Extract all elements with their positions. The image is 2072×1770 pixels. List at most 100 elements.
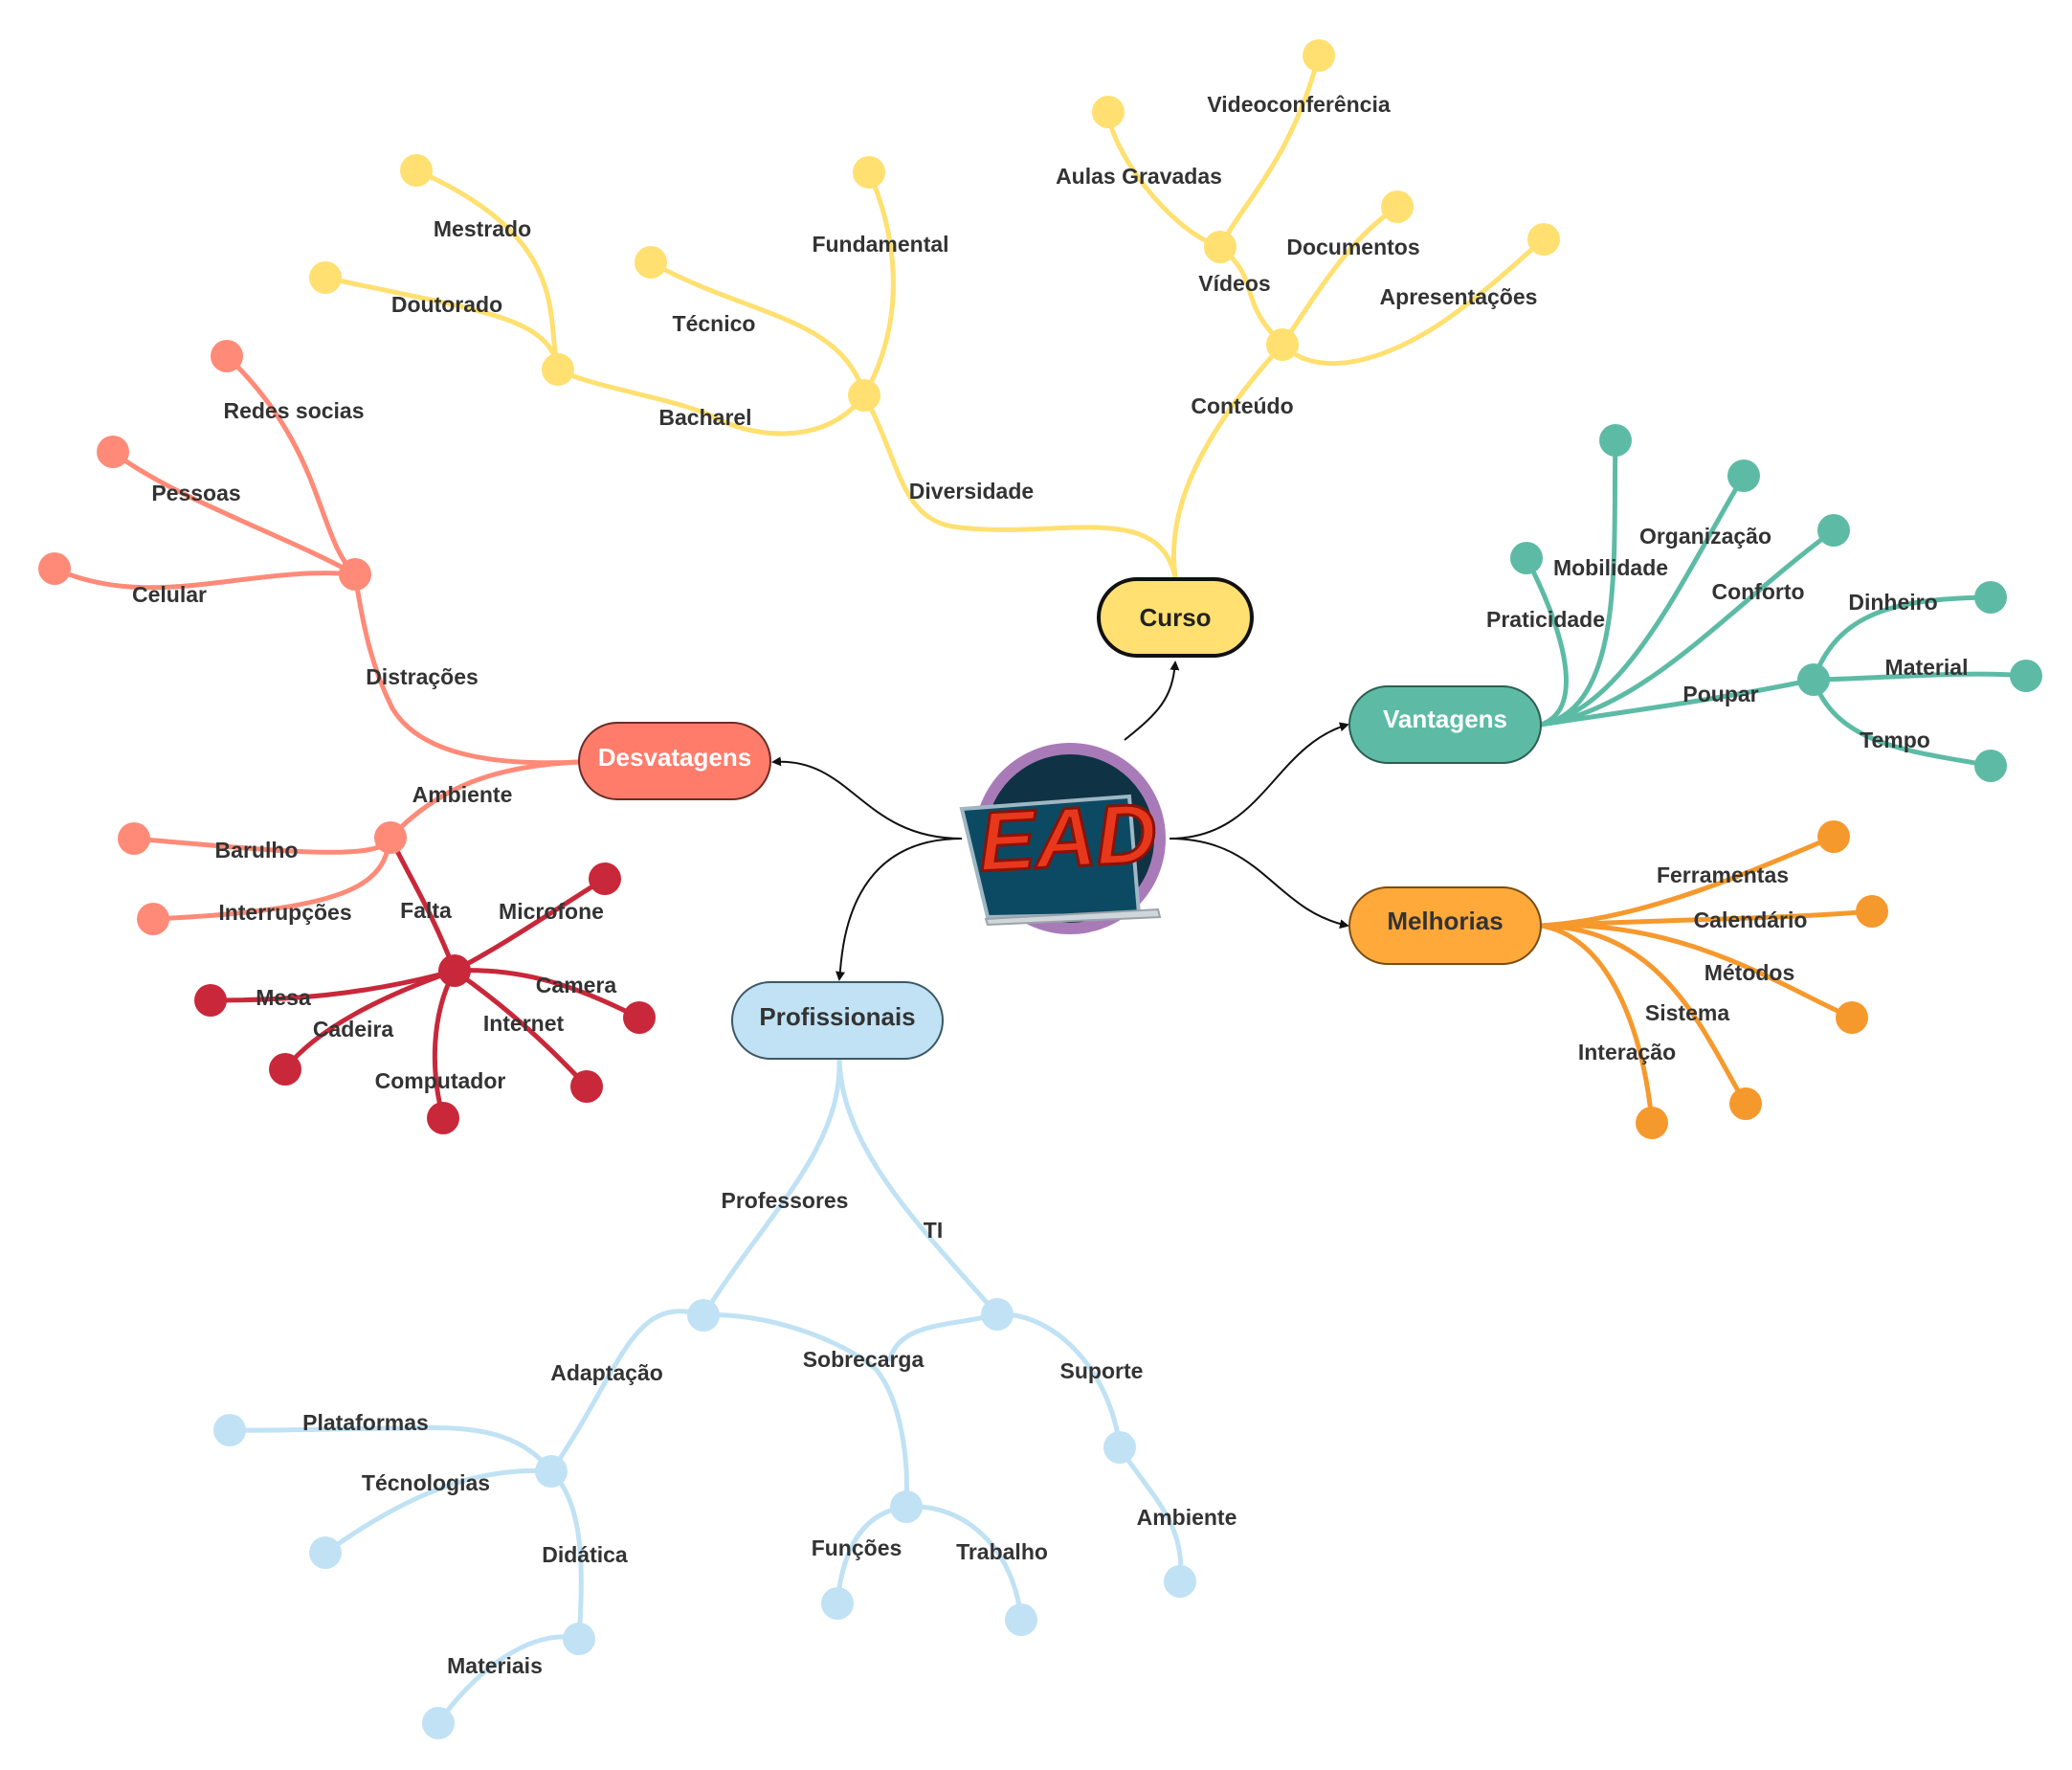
distracoes-node[interactable]	[339, 558, 371, 591]
mesa-node[interactable]	[194, 984, 227, 1017]
suporte-label: Suporte	[1060, 1358, 1144, 1383]
ead-center-image[interactable]: EAD	[959, 743, 1166, 934]
microfone-label: Microfone	[499, 899, 604, 924]
ti-node[interactable]	[981, 1298, 1014, 1331]
poupar-node[interactable]	[1797, 663, 1830, 696]
microfone-node[interactable]	[589, 863, 621, 895]
celular-node[interactable]	[38, 552, 71, 585]
interrupcoes-node[interactable]	[137, 903, 169, 935]
conforto-label: Conforto	[1711, 579, 1804, 604]
falta-node[interactable]	[438, 954, 471, 987]
funcoes-label: Funções	[812, 1535, 902, 1560]
diversidade-node[interactable]	[848, 379, 880, 412]
materiais-node[interactable]	[422, 1707, 455, 1739]
internet-node[interactable]	[570, 1070, 603, 1103]
tecnico-node[interactable]	[635, 246, 667, 279]
mobilidade-label: Mobilidade	[1553, 555, 1668, 580]
mobilidade-node[interactable]	[1599, 424, 1632, 457]
dinheiro-label: Dinheiro	[1848, 590, 1937, 615]
curso-branch	[323, 53, 1547, 580]
profissionais-topic[interactable]: Profissionais	[731, 981, 944, 1060]
sistema-node[interactable]	[1729, 1087, 1762, 1120]
mestrado-label: Mestrado	[434, 216, 531, 241]
computador-node[interactable]	[427, 1102, 459, 1134]
ferramentas-label: Ferramentas	[1657, 863, 1789, 887]
vantagens-labels: Praticidade Mobilidade Organização Confo…	[1486, 524, 1968, 752]
ead-logo-text: EAD	[976, 785, 1159, 889]
material-node[interactable]	[2010, 660, 2042, 692]
apresentacoes-node[interactable]	[1527, 223, 1560, 256]
praticidade-node[interactable]	[1510, 542, 1543, 574]
ambiente-prof-node[interactable]	[1164, 1565, 1196, 1598]
curso-nodes	[309, 39, 1560, 412]
curso-topic[interactable]: Curso	[1097, 577, 1254, 658]
professores-label: Professores	[722, 1188, 849, 1213]
aulas-gravadas-label: Aulas Gravadas	[1056, 164, 1222, 189]
tecnologias-label: Técnologias	[362, 1470, 490, 1495]
funcoes-node[interactable]	[821, 1587, 854, 1620]
desvatagens-labels: Distrações Redes socias Pessoas Celular …	[132, 398, 616, 1093]
camera-node[interactable]	[623, 1001, 656, 1034]
metodos-label: Métodos	[1704, 960, 1795, 985]
aulas-gravadas-node[interactable]	[1092, 96, 1125, 128]
professores-node[interactable]	[687, 1299, 720, 1332]
melhorias-label: Melhorias	[1387, 907, 1503, 935]
barulho-node[interactable]	[118, 822, 150, 855]
falta-branch	[208, 835, 642, 1121]
doutorado-node[interactable]	[309, 261, 342, 294]
fundamental-node[interactable]	[853, 156, 885, 189]
sobrecarga-label: Sobrecarga	[803, 1347, 925, 1372]
didatica-label: Didática	[542, 1542, 628, 1567]
videoconferencia-label: Videoconferência	[1207, 92, 1391, 117]
suporte-node[interactable]	[1103, 1431, 1136, 1464]
videos-node[interactable]	[1204, 231, 1237, 263]
adaptacao-label: Adaptação	[550, 1360, 663, 1385]
apresentacoes-label: Apresentações	[1380, 284, 1538, 309]
redes-socias-label: Redes socias	[223, 398, 364, 423]
doutorado-label: Doutorado	[391, 292, 502, 317]
interacao-node[interactable]	[1636, 1107, 1668, 1139]
praticidade-label: Praticidade	[1486, 607, 1605, 632]
desvatagens-nodes	[38, 340, 656, 1134]
organizacao-label: Organização	[1639, 524, 1771, 549]
computador-label: Computador	[375, 1068, 506, 1093]
conforto-node[interactable]	[1817, 514, 1850, 547]
ambiente-label: Ambiente	[412, 782, 513, 807]
sobrecarga-node[interactable]	[890, 1490, 923, 1523]
distracoes-label: Distrações	[366, 664, 479, 689]
vantagens-topic[interactable]: Vantagens	[1348, 685, 1542, 764]
trabalho-node[interactable]	[1005, 1603, 1037, 1636]
bacharel-node[interactable]	[542, 353, 574, 386]
mestrado-node[interactable]	[400, 154, 433, 187]
pessoas-node[interactable]	[97, 436, 129, 468]
adaptacao-node[interactable]	[535, 1455, 568, 1488]
didatica-node[interactable]	[563, 1623, 595, 1655]
material-label: Material	[1885, 655, 1969, 680]
center-connectors	[771, 661, 1349, 981]
profissionais-label: Profissionais	[759, 1002, 915, 1031]
metodos-node[interactable]	[1836, 1001, 1868, 1034]
cadeira-label: Cadeira	[313, 1017, 394, 1042]
videoconferencia-node[interactable]	[1303, 39, 1335, 72]
conteudo-node[interactable]	[1266, 328, 1299, 361]
camera-label: Camera	[536, 973, 617, 997]
ferramentas-node[interactable]	[1817, 820, 1850, 853]
tempo-node[interactable]	[1974, 750, 2007, 782]
cadeira-node[interactable]	[269, 1053, 301, 1086]
ambiente-node[interactable]	[374, 821, 407, 854]
dinheiro-node[interactable]	[1974, 581, 2007, 614]
vantagens-branch	[1524, 437, 2029, 769]
tecnologias-node[interactable]	[309, 1536, 342, 1569]
calendario-node[interactable]	[1856, 895, 1888, 928]
plataformas-node[interactable]	[213, 1414, 246, 1446]
melhorias-topic[interactable]: Melhorias	[1348, 886, 1542, 965]
fundamental-label: Fundamental	[812, 232, 948, 257]
organizacao-node[interactable]	[1727, 459, 1760, 492]
redes-socias-node[interactable]	[211, 340, 243, 372]
falta-label: Falta	[400, 898, 452, 923]
desvatagens-topic[interactable]: Desvatagens	[578, 722, 771, 800]
calendario-label: Calendário	[1694, 907, 1808, 932]
diversidade-label: Diversidade	[909, 479, 1034, 504]
documentos-node[interactable]	[1381, 190, 1414, 223]
